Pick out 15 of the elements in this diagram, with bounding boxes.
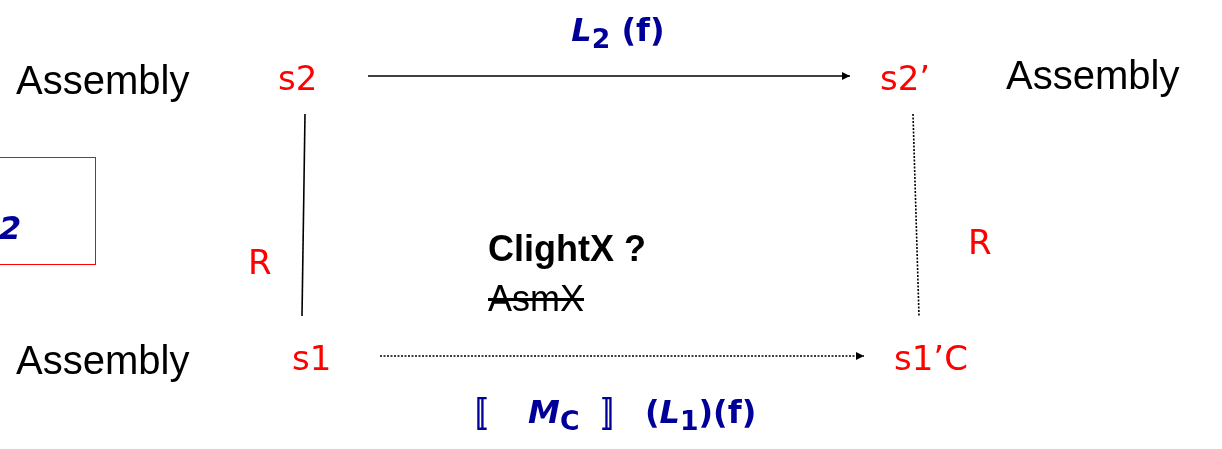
- note-text: AsmX: [488, 278, 584, 320]
- arrow: [367, 72, 851, 80]
- side-label: Assembly: [16, 57, 190, 103]
- connector-line: [301, 113, 306, 317]
- state-label: s2: [278, 58, 328, 98]
- side-label: Assembly: [1006, 52, 1180, 98]
- state-label: s1: [292, 338, 340, 378]
- box-text: 2: [0, 208, 22, 248]
- state-label: s2’: [880, 58, 942, 98]
- connector-line: [912, 113, 920, 317]
- arrow: [379, 352, 865, 360]
- state-label: s1’C: [894, 338, 990, 378]
- side-label: Assembly: [16, 337, 190, 383]
- outlined-box: [0, 157, 96, 265]
- note-text: ClightX ?: [488, 228, 646, 270]
